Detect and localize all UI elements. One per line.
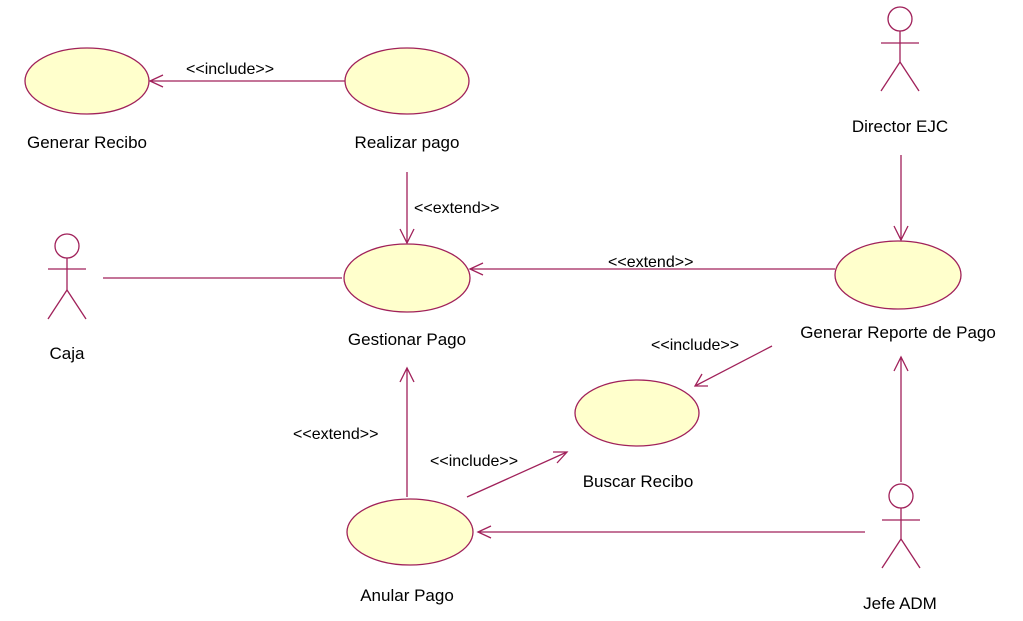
association-director-reporte <box>893 155 909 242</box>
use-case-gestionar-pago[interactable] <box>343 243 471 313</box>
include-reporte-to-buscar <box>693 345 773 387</box>
extend-realizar-to-gestionar <box>399 172 415 245</box>
label-anular-pago: Anular Pago <box>360 586 454 605</box>
label-generar-reporte: Generar Reporte de Pago <box>800 323 996 342</box>
stereotype-include-anular-buscar: <<include>> <box>430 453 519 470</box>
use-case-generar-recibo[interactable] <box>24 47 150 115</box>
association-jefe-reporte <box>893 355 909 482</box>
include-realizar-to-generar <box>148 74 345 88</box>
extend-reporte-to-gestionar <box>468 262 835 276</box>
actor-caja-icon[interactable] <box>47 233 87 320</box>
extend-anular-to-gestionar <box>399 366 415 497</box>
association-jefe-anular <box>476 525 865 539</box>
label-caja: Caja <box>49 344 85 363</box>
use-case-anular-pago[interactable] <box>346 498 474 566</box>
actor-jefe-adm-icon[interactable] <box>881 483 921 569</box>
label-realizar-pago: Realizar pago <box>354 133 460 152</box>
stereotype-extend-anular-gestionar: <<extend>> <box>293 426 379 443</box>
label-generar-recibo: Generar Recibo <box>26 133 148 152</box>
include-anular-to-buscar <box>466 451 569 498</box>
stereotype-include-realizar-generar: <<include>> <box>186 61 275 78</box>
stereotype-extend-reporte-gestionar: <<extend>> <box>608 254 694 271</box>
stereotype-include-reporte-buscar: <<include>> <box>651 337 740 354</box>
label-jefe-adm: Jefe ADM <box>863 594 937 613</box>
label-director-ejc: Director EJC <box>851 117 949 136</box>
label-gestionar-pago: Gestionar Pago <box>347 330 467 349</box>
use-case-buscar-recibo[interactable] <box>574 379 700 447</box>
stereotype-extend-realizar-gestionar: <<extend>> <box>414 200 500 217</box>
use-case-generar-reporte[interactable] <box>834 240 962 310</box>
label-buscar-recibo: Buscar Recibo <box>582 472 694 491</box>
actor-director-ejc-icon[interactable] <box>880 6 920 92</box>
use-case-realizar-pago[interactable] <box>344 47 470 115</box>
